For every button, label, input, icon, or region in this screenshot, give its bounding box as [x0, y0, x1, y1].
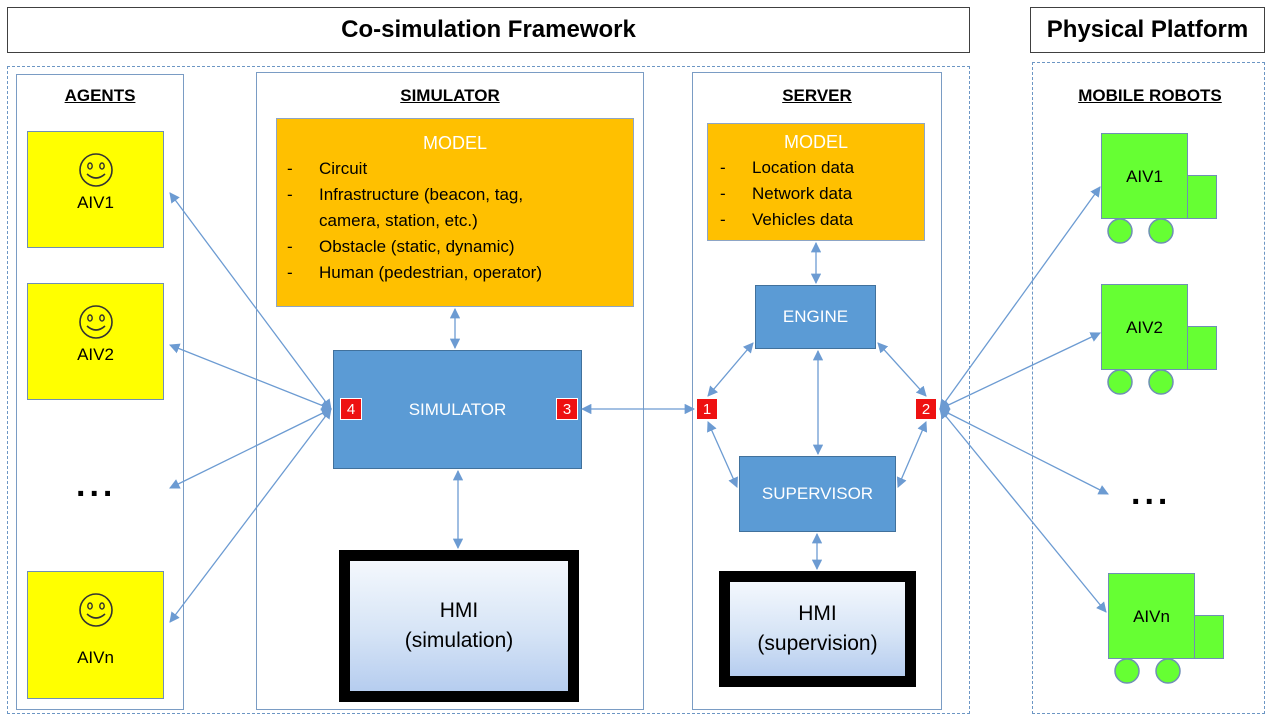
robot: AIV1 — [1101, 133, 1219, 245]
model-item: -Network data — [720, 184, 853, 203]
model-list: -Location data -Network data -Vehicles d… — [708, 155, 924, 233]
server-model-box: MODEL -Location data -Network data -Vehi… — [707, 123, 925, 241]
robot-label: AIV2 — [1126, 318, 1163, 337]
agent-label: AIVn — [77, 648, 114, 667]
port-3: 3 — [556, 398, 578, 420]
smiley-icon — [78, 305, 113, 339]
simulator-block-label: SIMULATOR — [408, 399, 507, 419]
robot-body — [1101, 133, 1188, 219]
model-item: -Circuit — [287, 159, 368, 178]
model-title: MODEL — [422, 133, 487, 153]
simulator-block: SIMULATOR — [333, 350, 582, 469]
framework-title: Co-simulation Framework — [341, 16, 636, 43]
platform-header: Physical Platform — [1030, 7, 1265, 53]
port1-engine-arrow — [707, 342, 754, 397]
engine-block: ENGINE — [755, 285, 876, 349]
model-item: camera, station, etc.) — [319, 211, 478, 230]
robot-label: AIV1 — [1126, 167, 1163, 186]
hmi-title: HMI — [798, 602, 837, 625]
agents-ellipsis: ... — [76, 466, 117, 504]
robot-label: AIVn — [1133, 607, 1170, 626]
engine-label: ENGINE — [782, 307, 849, 326]
agent-link-arrow — [169, 343, 332, 411]
robot-cab — [1187, 326, 1217, 370]
model-item: -Location data — [720, 158, 855, 177]
server-title: SERVER — [782, 86, 852, 105]
port-1: 1 — [696, 398, 718, 420]
hmi-subtitle: (simulation) — [404, 629, 514, 652]
port1-supervisor-arrow — [707, 421, 738, 488]
robot-wheels-icon — [1107, 218, 1174, 244]
model-list: -Circuit -Infrastructure (beacon, tag, c… — [277, 156, 633, 286]
robot-link-arrow — [939, 186, 1101, 410]
port2-supervisor-arrow — [896, 421, 928, 488]
agent-card: AIV1 — [27, 131, 164, 248]
framework-header: Co-simulation Framework — [7, 7, 970, 53]
smiley-icon — [78, 593, 113, 627]
robots-title: MOBILE ROBOTS — [1078, 86, 1222, 105]
robot-cab — [1194, 615, 1224, 659]
agent-card: AIV2 — [27, 283, 164, 400]
agent-label: AIV1 — [77, 193, 114, 212]
hmi-supervision: HMI (supervision) — [719, 571, 916, 687]
agent-link-arrow — [169, 408, 332, 489]
supervisor-block: SUPERVISOR — [739, 456, 896, 532]
simulator-model-box: MODEL -Circuit -Infrastructure (beacon, … — [276, 118, 634, 307]
hmi-subtitle: (supervision) — [757, 632, 878, 655]
robot: AIV2 — [1101, 284, 1219, 396]
agent-card: AIVn — [27, 571, 164, 699]
simulator-title: SIMULATOR — [400, 86, 500, 105]
supervisor-label: SUPERVISOR — [761, 484, 874, 503]
robot-cab — [1187, 175, 1217, 219]
robot: AIVn — [1108, 573, 1226, 685]
hmi-title: HMI — [439, 599, 479, 622]
robot-link-arrow — [939, 408, 1107, 613]
agent-label: AIV2 — [77, 345, 114, 364]
model-item: -Vehicles data — [720, 210, 854, 229]
robot-link-arrow — [939, 408, 1109, 495]
hmi-simulation: HMI (simulation) — [339, 550, 579, 702]
platform-title: Physical Platform — [1046, 16, 1249, 43]
robot-wheels-icon — [1107, 369, 1174, 395]
agents-title: AGENTS — [64, 86, 136, 105]
robots-ellipsis: ... — [1131, 474, 1172, 512]
model-title: MODEL — [783, 132, 848, 152]
agent-link-arrow — [169, 408, 332, 623]
robot-link-arrow — [939, 332, 1101, 410]
smiley-icon — [78, 153, 113, 187]
port-2: 2 — [915, 398, 937, 420]
robot-wheels-icon — [1114, 658, 1181, 684]
port-4: 4 — [340, 398, 362, 420]
port2-engine-arrow — [877, 342, 927, 397]
